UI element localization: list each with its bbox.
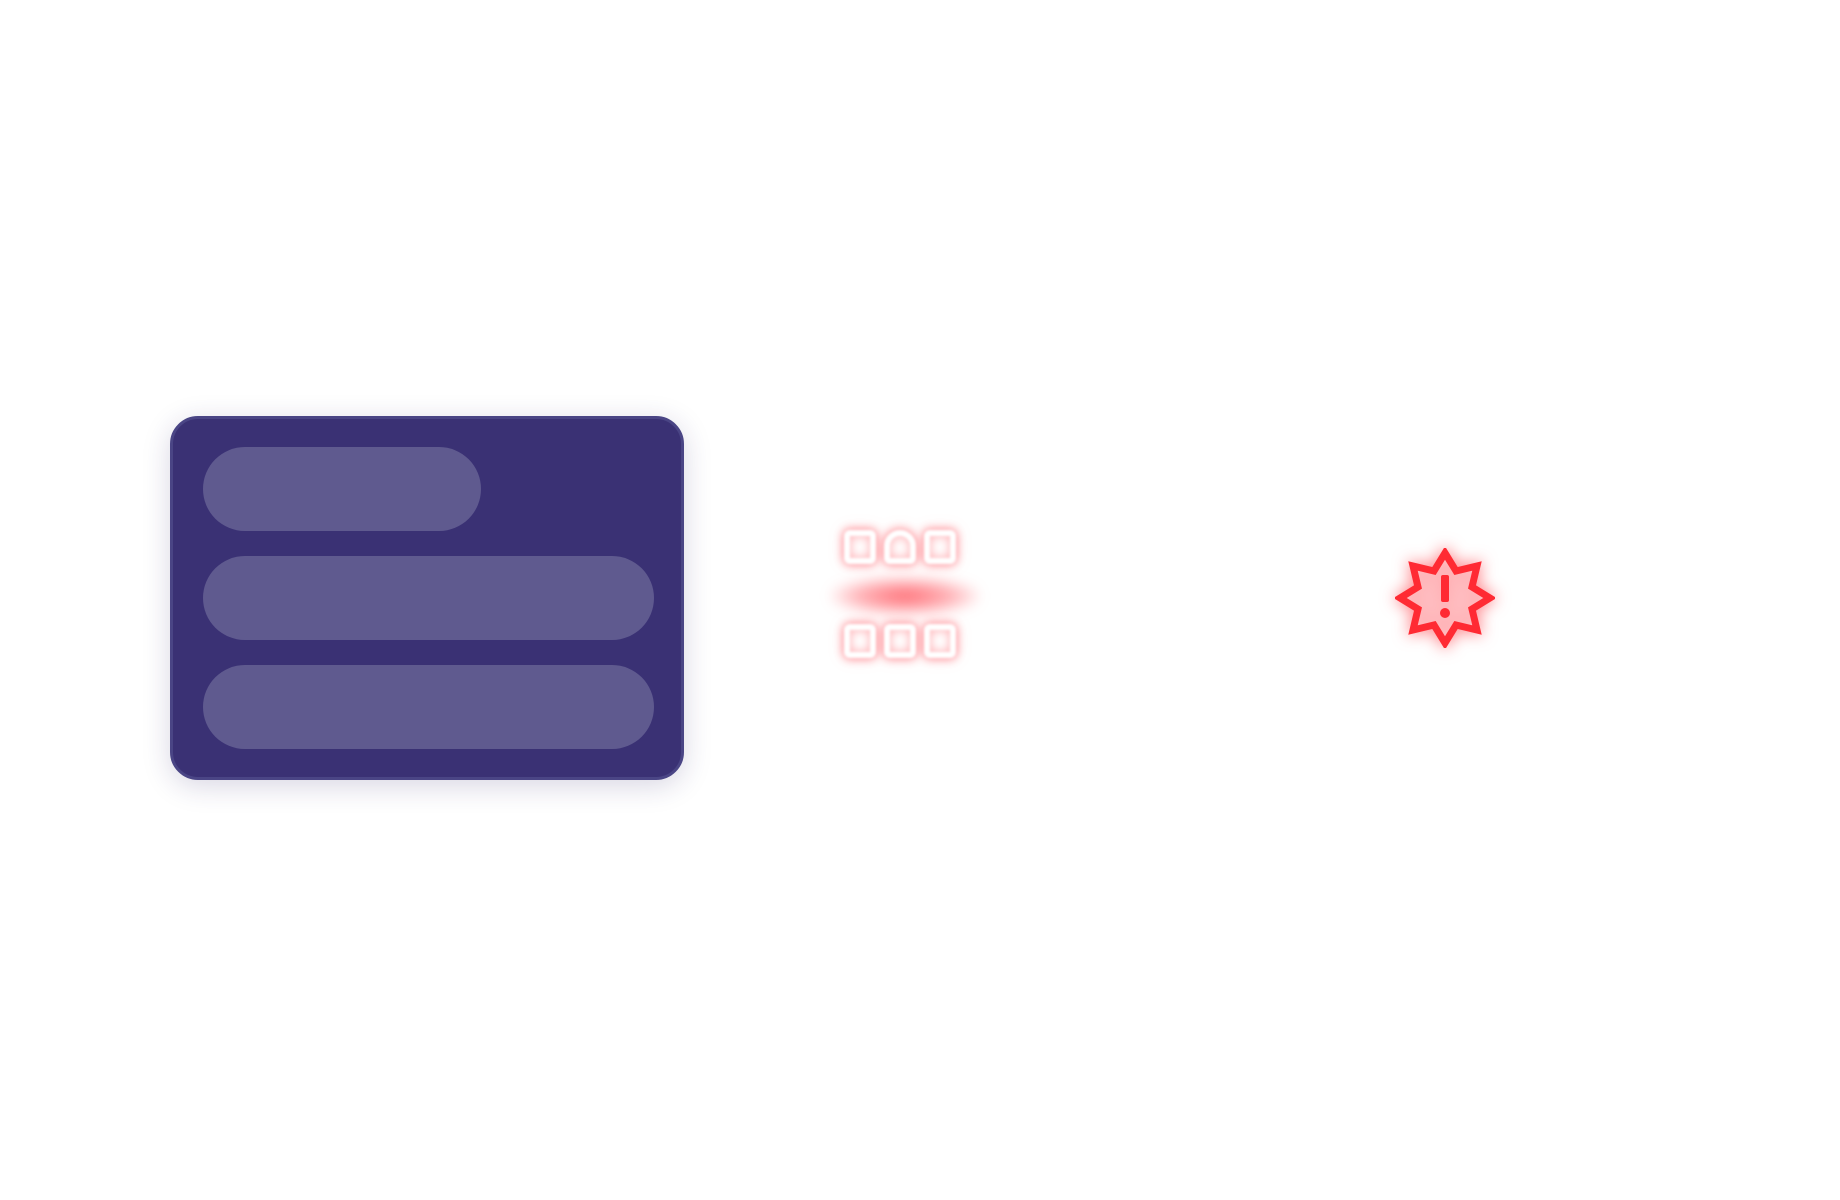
glitch-glyph bbox=[844, 530, 876, 564]
glitch-glyph bbox=[884, 624, 916, 658]
skeleton-line-short bbox=[203, 447, 481, 531]
glitch-glyphs-top bbox=[844, 530, 974, 570]
glitch-glyph bbox=[924, 624, 956, 658]
glitch-glyph bbox=[844, 624, 876, 658]
glitch-beam-icon bbox=[820, 520, 990, 670]
alert-badge-icon bbox=[1393, 546, 1497, 650]
glitch-glyph bbox=[924, 530, 956, 564]
glitch-glyph bbox=[884, 530, 916, 564]
skeleton-card bbox=[170, 416, 684, 780]
glitch-glyphs-bottom bbox=[844, 624, 974, 664]
skeleton-line bbox=[203, 665, 654, 749]
error-beam bbox=[830, 576, 980, 616]
skeleton-line bbox=[203, 556, 654, 640]
